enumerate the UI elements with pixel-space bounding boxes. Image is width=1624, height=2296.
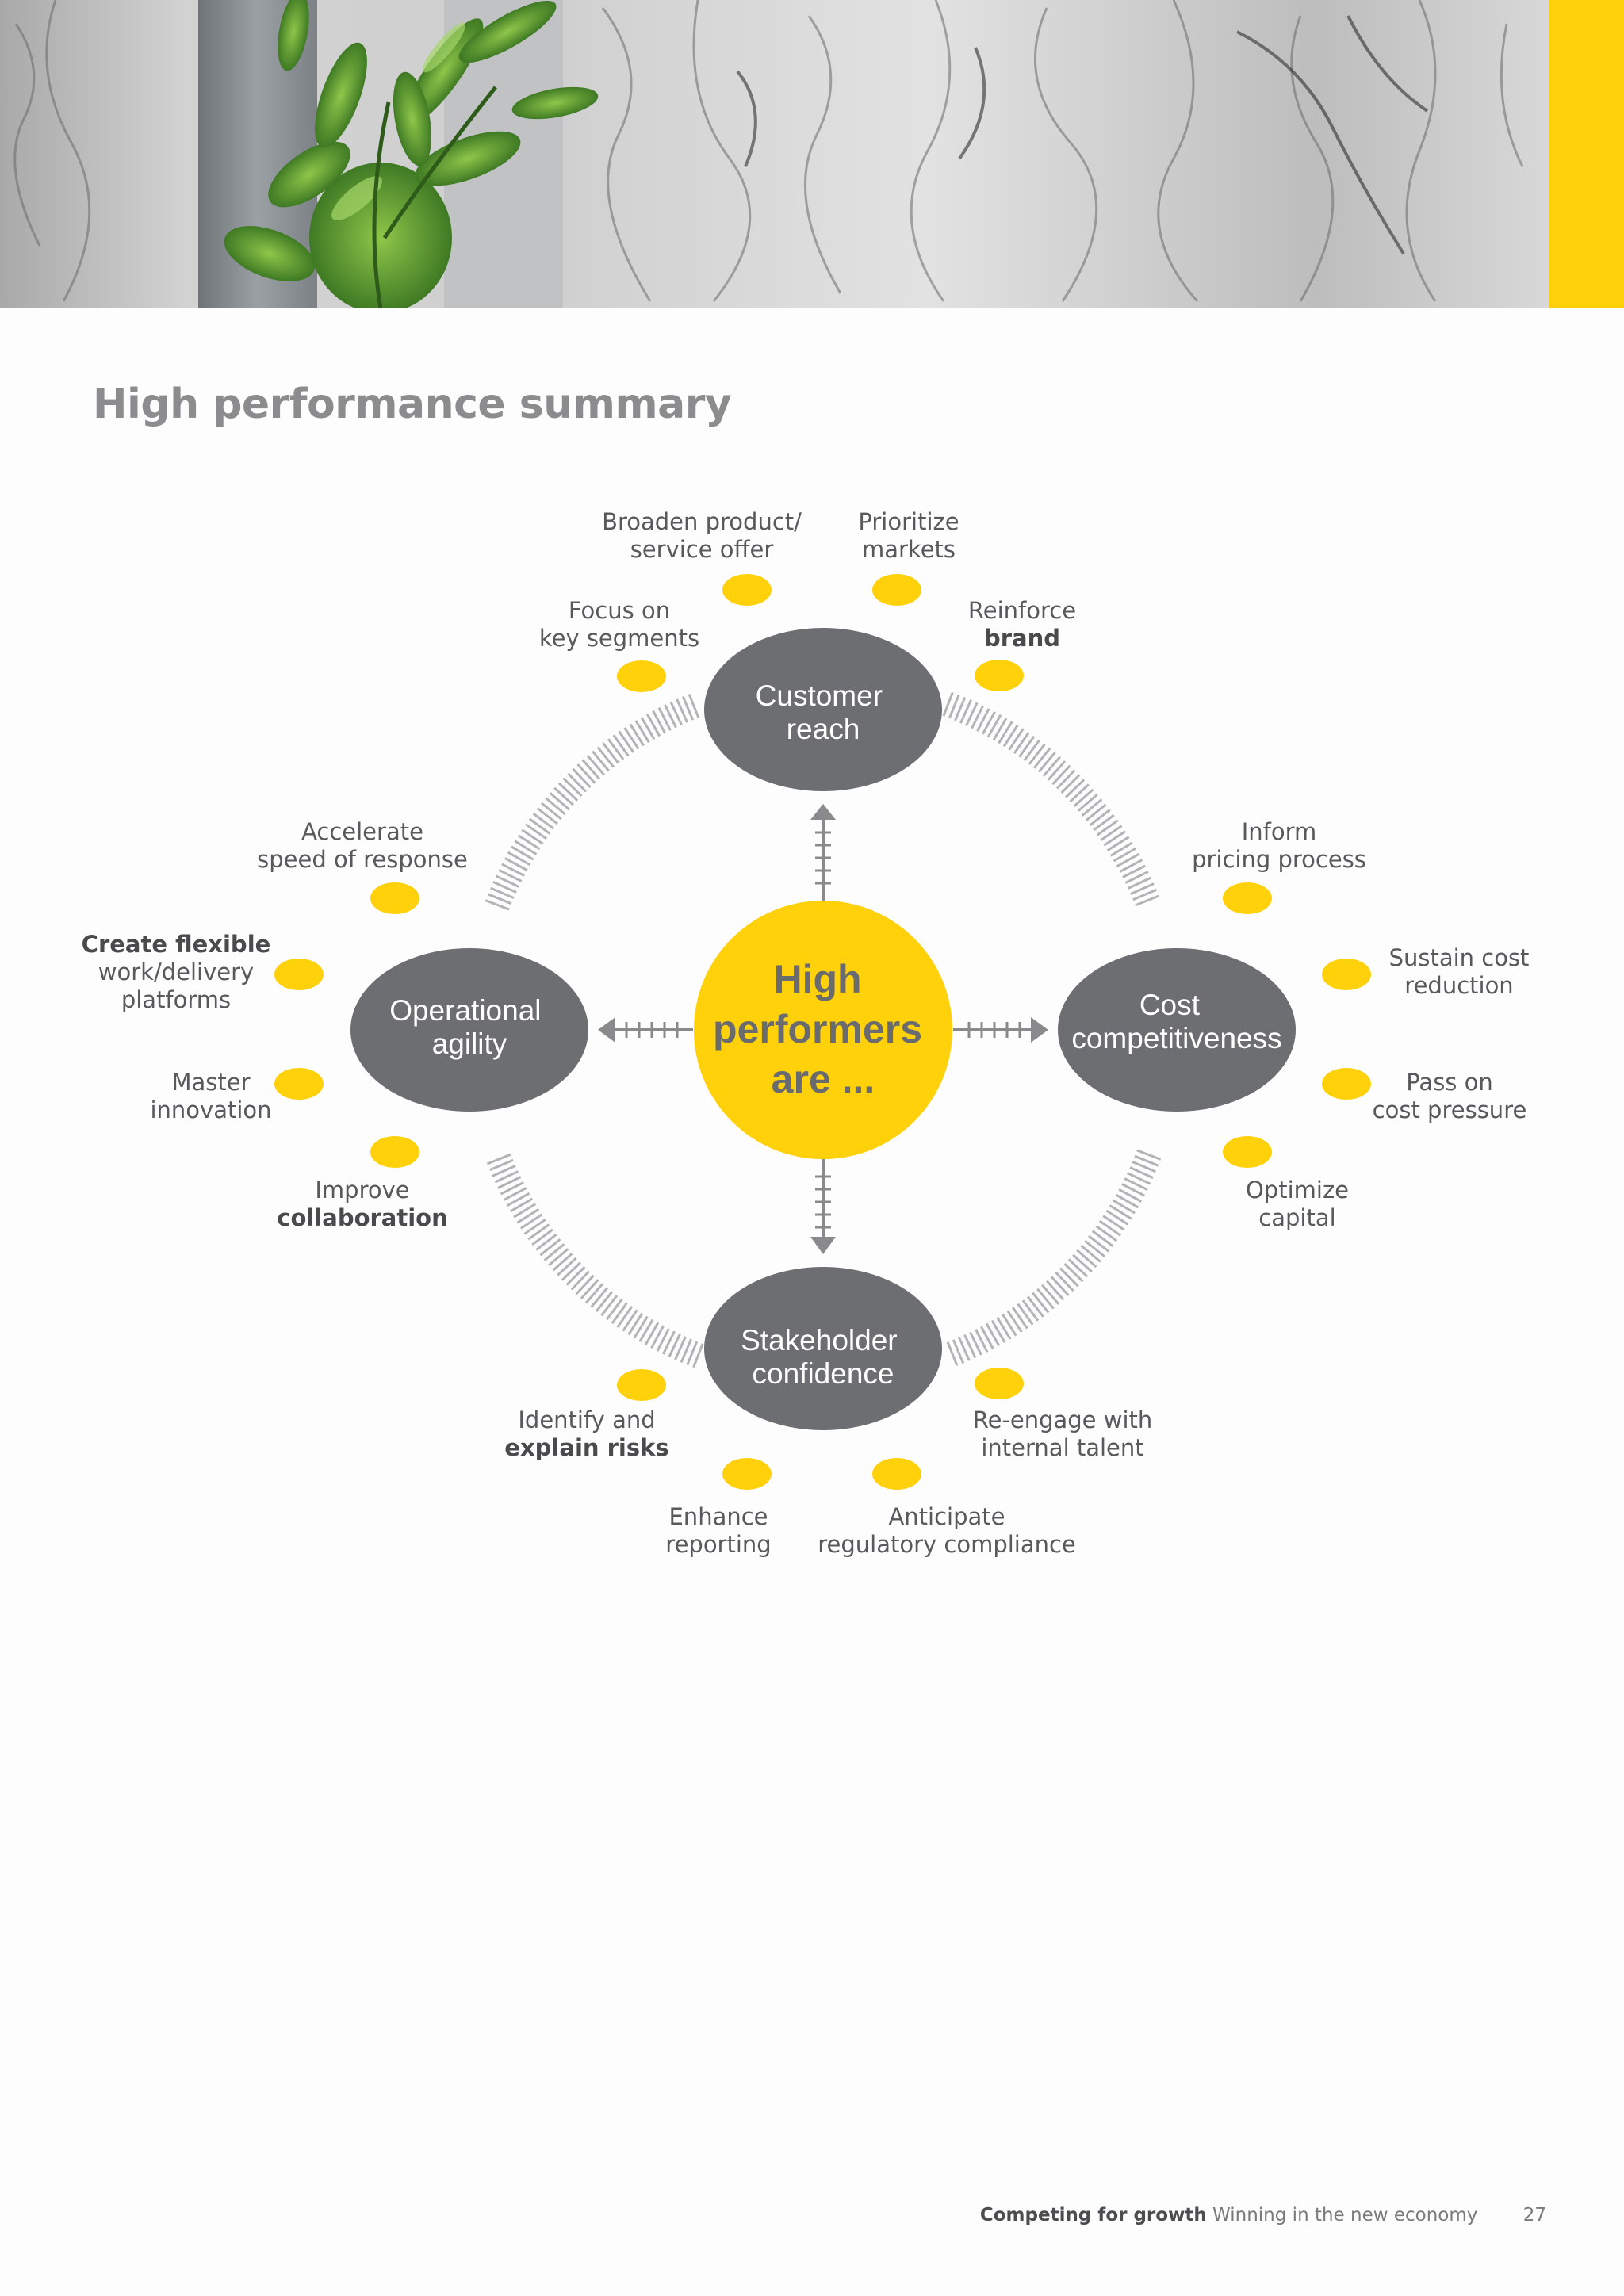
hub-stakeholder-confidence: [704, 1267, 942, 1430]
hub-label-left: Operational agility: [389, 994, 550, 1060]
dot-improve: [370, 1136, 419, 1168]
dot-pass: [1322, 1068, 1371, 1100]
accent-bar: [1549, 0, 1624, 308]
dot-reinforce: [975, 660, 1024, 691]
performance-diagram: High performers are ... Customer reach O…: [274, 574, 1371, 1490]
hub-label-bottom: Stakeholder confidence: [741, 1324, 906, 1390]
footer-subtitle: Winning in the new economy: [1212, 2205, 1478, 2225]
page-number: 27: [1522, 2205, 1546, 2225]
dot-anticipate: [872, 1458, 921, 1490]
hub-customer-reach: [704, 628, 942, 791]
footer-publication: Competing for growth: [979, 2205, 1207, 2225]
dot-enhance: [722, 1458, 772, 1490]
dot-flexible: [274, 959, 324, 990]
dot-identify: [617, 1369, 666, 1401]
hero-image: [0, 0, 1549, 308]
label-broaden-product: Broaden product/service offer: [602, 508, 802, 563]
hub-label-right: Cost competitiveness: [1071, 989, 1281, 1054]
center-circle: [694, 901, 952, 1159]
hatched-ring: [485, 691, 1162, 1368]
dot-prioritize: [872, 574, 921, 606]
dot-sustain: [1322, 959, 1371, 990]
dot-broaden: [722, 574, 772, 606]
dot-focus: [617, 660, 666, 692]
hub-cost-competitiveness: [1058, 948, 1296, 1112]
dot-reengage: [975, 1368, 1024, 1399]
page-footer: Competing for growth Winning in the new …: [980, 2205, 1546, 2225]
center-text: High performers are ...: [713, 957, 933, 1101]
dot-optimize: [1223, 1136, 1272, 1168]
dot-inform: [1223, 882, 1272, 914]
hub-label-top: Customer reach: [756, 679, 891, 745]
hub-operational-agility: [350, 948, 588, 1112]
center-arrows: [598, 804, 1048, 1254]
page-title: High performance summary: [93, 381, 732, 428]
dot-accelerate: [370, 882, 419, 914]
dot-master: [274, 1068, 324, 1100]
